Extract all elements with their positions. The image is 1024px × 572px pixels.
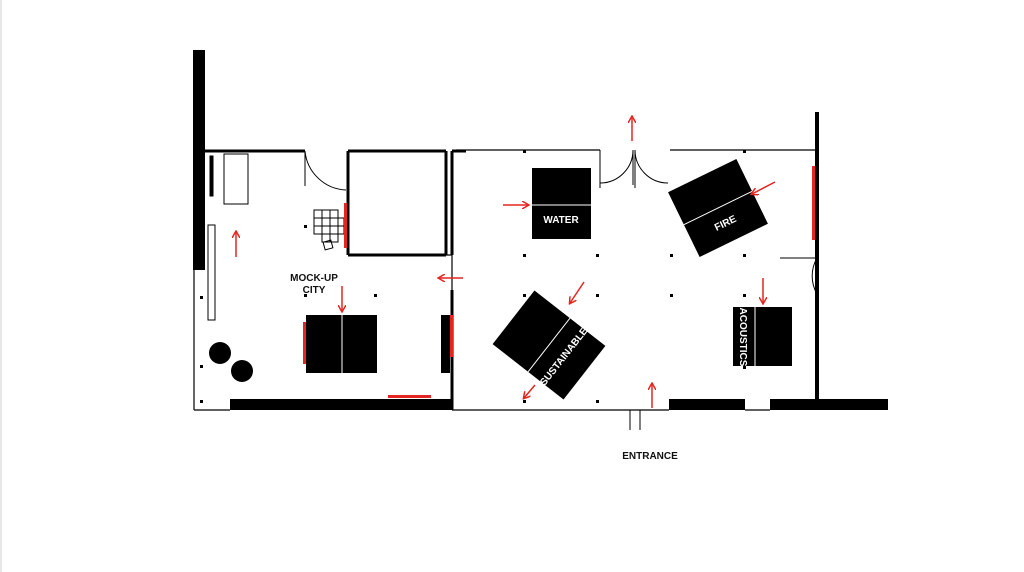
south-wall-left [230,399,452,410]
south-wall-right [770,399,888,410]
left-room-furniture [207,153,345,321]
arrow-to-fire [752,181,776,194]
door-entrance [629,410,641,430]
water-table: WATER [532,168,591,239]
walls [193,50,888,410]
fire-table: FIRE [668,158,768,258]
flow-arrows [236,117,776,408]
sustainable-table: SUSTAINABLE [492,290,606,400]
bench [207,224,216,321]
round-stool-1 [209,342,231,364]
entrance-label: ENTRANCE [622,451,678,462]
mockup-grid [313,209,345,251]
acoustics-label: ACOUSTICS [737,308,748,367]
door-north-right [634,149,669,188]
counter [223,153,249,205]
door-east [780,257,818,295]
east-wall-post [815,112,819,400]
arrow-to-sustainable [570,281,585,303]
water-label: WATER [543,215,579,226]
west-wall [193,50,205,270]
door-north-left [599,149,634,188]
mockup-label-line1: MOCK-UP [290,273,338,284]
south-wall-mid [669,399,745,410]
red-panels [303,166,815,398]
arrow-from-sustainable [524,384,536,398]
column-dots [200,150,746,403]
door-mockup-room [304,150,347,191]
round-stool-2 [231,360,253,382]
partitions [205,149,466,410]
acoustics-table: ACOUSTICS [733,307,792,367]
shelf-thin [209,155,214,197]
mockup-label-line2: CITY [303,285,326,296]
doors [304,149,818,430]
